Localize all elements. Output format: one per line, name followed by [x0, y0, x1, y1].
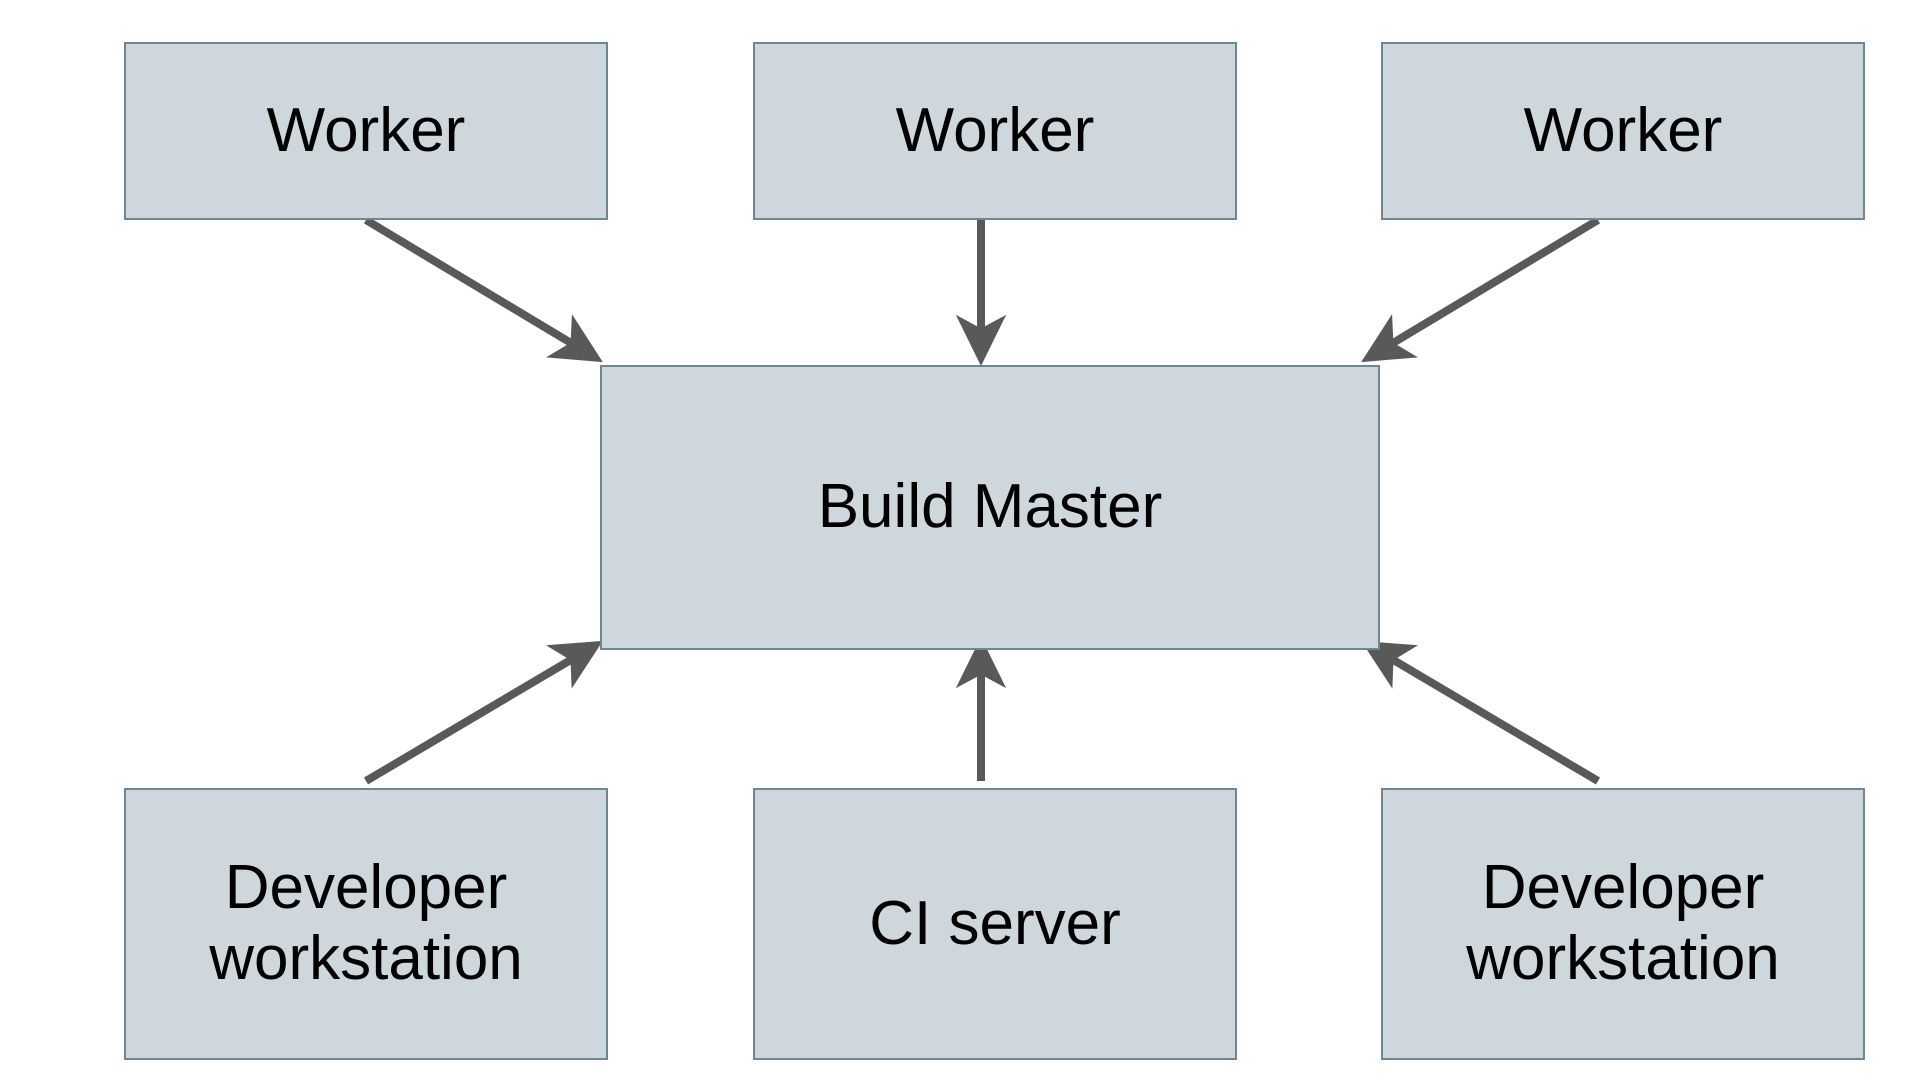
edge-dev-left-to-build-master [363, 640, 603, 785]
node-worker-right-label: Worker [1523, 95, 1723, 165]
edge-worker-right-to-build-master [1361, 216, 1601, 363]
node-worker-left-label: Worker [266, 95, 466, 165]
node-build-master-label: Build Master [817, 472, 1163, 542]
node-dev-left[interactable]: Developer workstation [124, 788, 608, 1060]
node-worker-right[interactable]: Worker [1381, 42, 1865, 220]
node-worker-center[interactable]: Worker [753, 42, 1237, 220]
node-dev-right[interactable]: Developer workstation [1381, 788, 1865, 1060]
edge-worker-left-to-build-master [363, 216, 603, 363]
node-dev-left-label: Developer workstation [209, 853, 523, 993]
edge-dev-right-to-build-master [1361, 640, 1601, 785]
node-build-master[interactable]: Build Master [600, 365, 1380, 650]
node-ci-server-label: CI server [869, 888, 1121, 958]
node-worker-center-label: Worker [895, 95, 1095, 165]
node-dev-right-label: Developer workstation [1466, 853, 1780, 993]
node-worker-left[interactable]: Worker [124, 42, 608, 220]
node-ci-server[interactable]: CI server [753, 788, 1237, 1060]
